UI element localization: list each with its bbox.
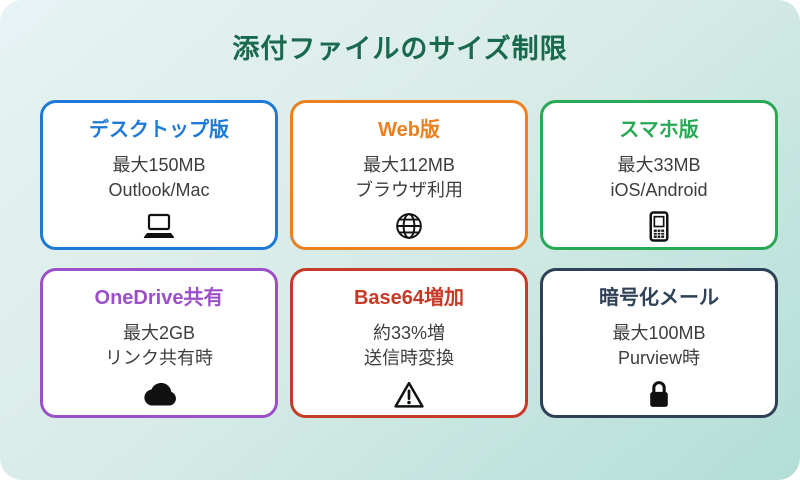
card-onedrive-sharing: OneDrive共有 最大2GB リンク共有時 (40, 268, 278, 418)
lock-icon (647, 378, 671, 410)
card-title: OneDrive共有 (94, 287, 224, 309)
card-context-line: Purview時 (617, 348, 701, 368)
card-context-line: iOS/Android (610, 180, 708, 200)
card-limit-line: 最大33MB (617, 155, 701, 175)
card-context-line: 送信時変換 (364, 348, 454, 368)
card-web-version: Web版 最大112MB ブラウザ利用 (290, 100, 528, 250)
globe-icon (395, 210, 423, 242)
card-title: Web版 (378, 119, 440, 141)
card-title: Base64増加 (353, 287, 465, 309)
warning-icon (393, 378, 425, 410)
card-desktop-version: デスクトップ版 最大150MB Outlook/Mac (40, 100, 278, 250)
card-title: デスクトップ版 (89, 119, 229, 141)
card-title: スマホ版 (619, 119, 699, 141)
mobile-phone-icon (649, 210, 669, 242)
card-context-line: リンク共有時 (105, 348, 213, 368)
card-base64-increase: Base64増加 約33%増 送信時変換 (290, 268, 528, 418)
card-grid: デスクトップ版 最大150MB Outlook/Mac Web版 最大112MB… (40, 100, 778, 418)
card-mobile-version: スマホ版 最大33MB iOS/Android (540, 100, 778, 250)
card-encrypted-mail: 暗号化メール 最大100MB Purview時 (540, 268, 778, 418)
card-limit-line: 最大150MB (112, 155, 206, 175)
card-limit-line: 最大2GB (122, 323, 196, 343)
card-limit-line: 約33%増 (372, 323, 446, 343)
cloud-icon (141, 378, 178, 410)
card-title: 暗号化メール (599, 287, 719, 309)
card-context-line: ブラウザ利用 (355, 180, 463, 200)
card-limit-line: 最大100MB (612, 323, 706, 343)
page-title: 添付ファイルのサイズ制限 (232, 34, 568, 64)
laptop-icon (142, 210, 176, 242)
card-limit-line: 最大112MB (363, 155, 455, 175)
card-context-line: Outlook/Mac (108, 180, 210, 200)
